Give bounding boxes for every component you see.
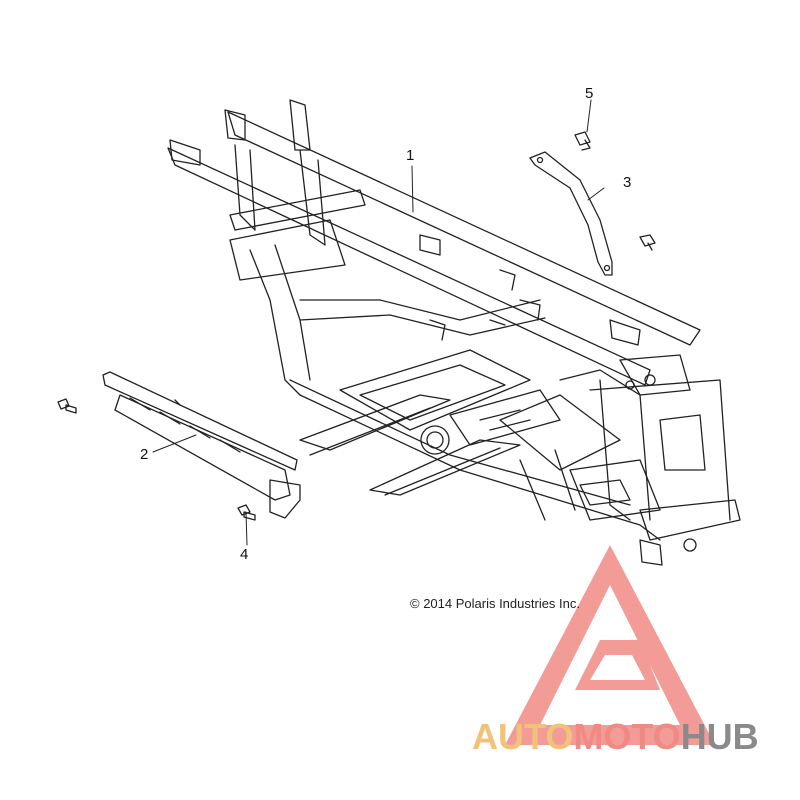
callout-5: 5 [585, 85, 594, 102]
main-frame [167, 99, 741, 566]
bracket-part-3 [529, 151, 613, 276]
callout-1: 1 [406, 147, 415, 164]
copyright-text: © 2014 Polaris Industries Inc. [410, 596, 580, 611]
watermark-logo-icon [505, 545, 715, 745]
watermark-auto: AUTO [472, 716, 574, 757]
bolt-part-4 [237, 504, 256, 521]
callout-4: 4 [240, 546, 249, 563]
fastener [57, 398, 77, 414]
leader-lines [152, 99, 605, 546]
watermark-hub: HUB [680, 716, 759, 757]
watermark-moto: MOTO [573, 716, 681, 757]
watermark-brand: AUTOMOTOHUB [472, 719, 759, 755]
nut-part-5 [574, 131, 656, 251]
side-rail-part-2 [102, 371, 301, 519]
callout-2: 2 [140, 446, 149, 463]
callout-3: 3 [623, 174, 632, 191]
